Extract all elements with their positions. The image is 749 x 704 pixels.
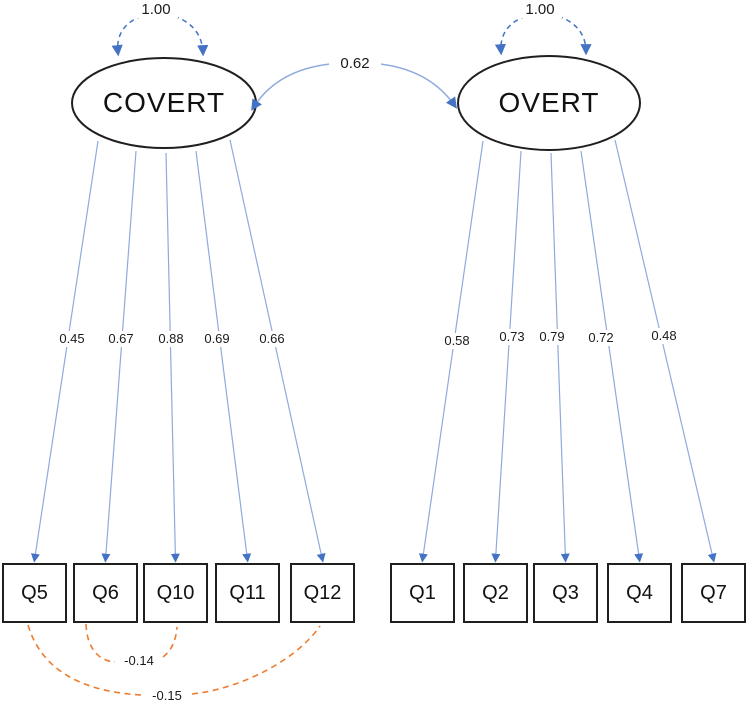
- loading-label-q10: 0.88: [151, 331, 191, 347]
- indicator-box-q1: Q1: [390, 563, 455, 623]
- indicator-label-q4: Q4: [626, 581, 653, 604]
- indicator-label-q1: Q1: [409, 581, 436, 604]
- factor-covariance-arrow: [251, 63, 457, 111]
- indicator-box-q11: Q11: [215, 563, 280, 623]
- loading-label-q7: 0.48: [644, 328, 684, 344]
- indicator-label-q12: Q12: [303, 581, 342, 604]
- loading-arrow-covert-q12: [229, 139, 326, 563]
- indicator-label-q2: Q2: [482, 581, 509, 604]
- indicator-box-q12: Q12: [290, 563, 355, 623]
- variance-label-overt: 1.00: [518, 1, 562, 18]
- residual-covariance-label-q5-q12: -0.15: [145, 688, 189, 704]
- indicator-label-q7: Q7: [700, 581, 727, 604]
- loading-label-q11: 0.69: [197, 331, 237, 347]
- loading-label-q6: 0.67: [101, 331, 141, 347]
- loading-arrow-covert-q5: [30, 140, 99, 563]
- loading-label-q3: 0.79: [532, 329, 572, 345]
- loading-arrow-covert-q11: [195, 150, 252, 563]
- indicator-box-q6: Q6: [73, 563, 138, 623]
- residual-arc-q6-q10-left: [85, 623, 116, 663]
- indicator-box-q4: Q4: [607, 563, 672, 623]
- indicator-box-q2: Q2: [463, 563, 528, 623]
- variance-loop-overt-left: [494, 15, 527, 56]
- loading-arrow-covert-q6: [101, 150, 137, 563]
- residual-arc-q6-q10-right: [162, 626, 178, 658]
- latent-label-covert: COVERT: [102, 87, 226, 118]
- indicator-label-q3: Q3: [552, 581, 579, 604]
- loading-arrow-overt-q2: [491, 150, 522, 563]
- loading-label-q4: 0.72: [581, 330, 621, 346]
- residual-arc-q5-q12-left: [27, 624, 143, 696]
- indicator-box-q7: Q7: [681, 563, 746, 623]
- loading-label-q5: 0.45: [52, 331, 92, 347]
- latent-label-overt: OVERT: [498, 87, 600, 118]
- variance-loop-overt: [494, 15, 592, 56]
- factor-covariance-label: 0.62: [329, 55, 381, 72]
- residual-covariance-label-q6-q10: -0.14: [117, 653, 161, 669]
- indicator-label-q6: Q6: [92, 581, 119, 604]
- loading-arrows-overt: [418, 139, 717, 563]
- indicator-box-q5: Q5: [2, 563, 67, 623]
- indicator-label-q10: Q10: [156, 581, 195, 604]
- residual-arc-q5-q12-right: [191, 625, 321, 695]
- loading-label-q2: 0.73: [492, 329, 532, 345]
- variance-label-covert: 1.00: [134, 1, 178, 18]
- loading-arrows-covert: [30, 139, 326, 563]
- loading-arrow-overt-q4: [580, 150, 644, 563]
- residual-covariance-arcs: [27, 623, 321, 696]
- loading-label-q12: 0.66: [252, 331, 292, 347]
- loading-label-q1: 0.58: [437, 333, 477, 349]
- variance-loop-covert-right: [173, 15, 209, 57]
- loading-arrow-overt-q7: [614, 139, 717, 563]
- loading-arrow-overt-q3: [550, 152, 570, 563]
- indicator-box-q3: Q3: [533, 563, 598, 623]
- variance-loop-covert: [111, 15, 209, 57]
- indicator-label-q11: Q11: [229, 581, 266, 604]
- loading-arrow-overt-q1: [418, 140, 484, 563]
- loading-arrow-covert-q10: [165, 152, 180, 563]
- covariance-arc-left: [251, 63, 331, 111]
- indicator-box-q10: Q10: [143, 563, 208, 623]
- latent-ellipse-overt: [457, 55, 641, 151]
- variance-loop-overt-right: [557, 15, 592, 56]
- indicator-label-q5: Q5: [21, 581, 48, 604]
- variance-loop-covert-left: [111, 15, 143, 57]
- covariance-arc-right: [379, 63, 457, 109]
